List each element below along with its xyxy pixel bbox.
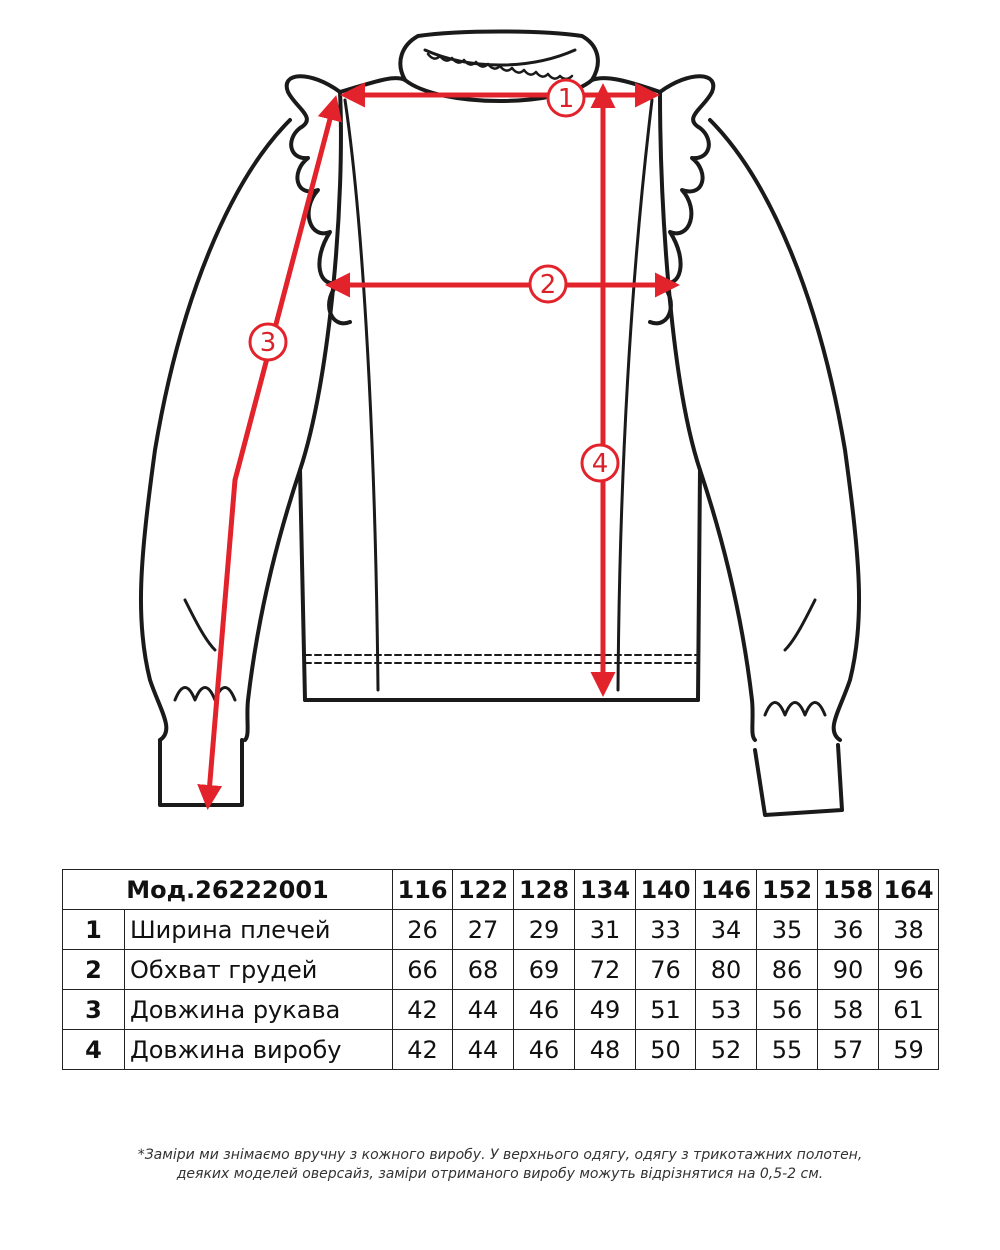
collar — [398, 29, 600, 82]
size-header: 146 — [695, 869, 757, 910]
svg-text:2: 2 — [540, 270, 557, 300]
size-header: 152 — [756, 869, 818, 910]
table-cell: 31 — [574, 909, 636, 950]
row-number: 2 — [62, 949, 125, 990]
right-sleeve-outer — [708, 118, 862, 742]
measurement-note: *Заміри ми знімаємо вручну з кожного вир… — [40, 1146, 960, 1184]
table-cell: 51 — [635, 989, 696, 1030]
left-sleeve-inner — [243, 468, 302, 742]
table-cell: 80 — [695, 949, 757, 990]
table-cell: 57 — [817, 1029, 879, 1070]
table-cell: 90 — [817, 949, 879, 990]
table-cell: 29 — [513, 909, 575, 950]
table-cell: 68 — [452, 949, 514, 990]
right-sleeve-inner — [698, 468, 757, 742]
table-cell: 33 — [635, 909, 696, 950]
note-line: *Заміри ми знімаємо вручну з кожного вир… — [137, 1147, 863, 1163]
size-header: 158 — [817, 869, 879, 910]
table-cell: 34 — [695, 909, 757, 950]
size-header: 140 — [635, 869, 696, 910]
right-sleeve-fold — [783, 598, 817, 652]
table-row: 1 Ширина плечей 26 27 29 31 33 34 35 36 … — [62, 909, 939, 950]
row-number: 3 — [62, 989, 125, 1030]
table-cell: 66 — [392, 949, 453, 990]
row-label: Ширина плечей — [124, 909, 393, 950]
table-cell: 46 — [513, 1029, 575, 1070]
table-cell: 86 — [756, 949, 818, 990]
table-cell: 35 — [756, 909, 818, 950]
neckline — [338, 76, 662, 103]
measure-marker-4: 4 — [580, 443, 620, 483]
right-sleeve-gather — [763, 701, 827, 717]
row-number: 4 — [62, 1029, 125, 1070]
table-row: 4 Довжина виробу 42 44 46 48 50 52 55 57… — [62, 1029, 939, 1070]
table-cell: 42 — [392, 1029, 453, 1070]
table-cell: 49 — [574, 989, 636, 1030]
left-sleeve-outer — [138, 118, 292, 742]
table-cell: 61 — [878, 989, 939, 1030]
table-cell: 56 — [756, 989, 818, 1030]
size-header: 164 — [878, 869, 939, 910]
table-cell: 69 — [513, 949, 575, 990]
table-cell: 46 — [513, 989, 575, 1030]
note-line: деяких моделей оверсайз, заміри отримано… — [176, 1166, 824, 1182]
table-cell: 96 — [878, 949, 939, 990]
measure-marker-3: 3 — [248, 322, 288, 362]
table-cell: 72 — [574, 949, 636, 990]
table-cell: 44 — [452, 989, 514, 1030]
table-cell: 27 — [452, 909, 514, 950]
front-seam-right — [616, 98, 654, 692]
front-seam-left — [343, 98, 380, 692]
body-left-side — [298, 90, 343, 702]
collar-lace — [426, 52, 574, 81]
size-header: 134 — [574, 869, 636, 910]
left-sleeve-fold — [183, 598, 217, 652]
row-number: 1 — [62, 909, 125, 950]
row-label: Довжина виробу — [124, 1029, 393, 1070]
left-cuff — [158, 738, 244, 807]
table-cell: 36 — [817, 909, 879, 950]
table-cell: 48 — [574, 1029, 636, 1070]
measure-line-3 — [197, 95, 342, 810]
table-header-row: Мод.26222001 116 122 128 134 140 146 152… — [62, 869, 939, 910]
table-cell: 58 — [817, 989, 879, 1030]
left-sleeve-gather — [173, 686, 237, 702]
collar-inner — [423, 48, 577, 67]
svg-text:3: 3 — [260, 328, 277, 358]
row-label: Довжина рукава — [124, 989, 393, 1030]
table-cell: 59 — [878, 1029, 939, 1070]
body-right-side — [658, 90, 702, 702]
model-number: Мод.26222001 — [62, 869, 393, 910]
table-cell: 53 — [695, 989, 757, 1030]
svg-text:4: 4 — [592, 449, 609, 479]
right-cuff — [753, 743, 844, 817]
table-row: 2 Обхват грудей 66 68 69 72 76 80 86 90 … — [62, 949, 939, 990]
measure-lines — [197, 82, 680, 810]
table-cell: 76 — [635, 949, 696, 990]
table-cell: 38 — [878, 909, 939, 950]
size-table: Мод.26222001 116 122 128 134 140 146 152… — [62, 869, 939, 1070]
table-cell: 44 — [452, 1029, 514, 1070]
table-row: 3 Довжина рукава 42 44 46 49 51 53 56 58… — [62, 989, 939, 1030]
table-cell: 42 — [392, 989, 453, 1030]
size-header: 128 — [513, 869, 575, 910]
garment-diagram: 1 2 3 4 — [138, 29, 862, 817]
table-cell: 52 — [695, 1029, 757, 1070]
table-cell: 55 — [756, 1029, 818, 1070]
table-cell: 26 — [392, 909, 453, 950]
row-label: Обхват грудей — [124, 949, 393, 990]
table-cell: 50 — [635, 1029, 696, 1070]
size-header: 116 — [392, 869, 453, 910]
svg-text:1: 1 — [558, 84, 575, 114]
measure-marker-1: 1 — [546, 78, 586, 118]
size-header: 122 — [452, 869, 514, 910]
measure-marker-2: 2 — [528, 264, 568, 304]
